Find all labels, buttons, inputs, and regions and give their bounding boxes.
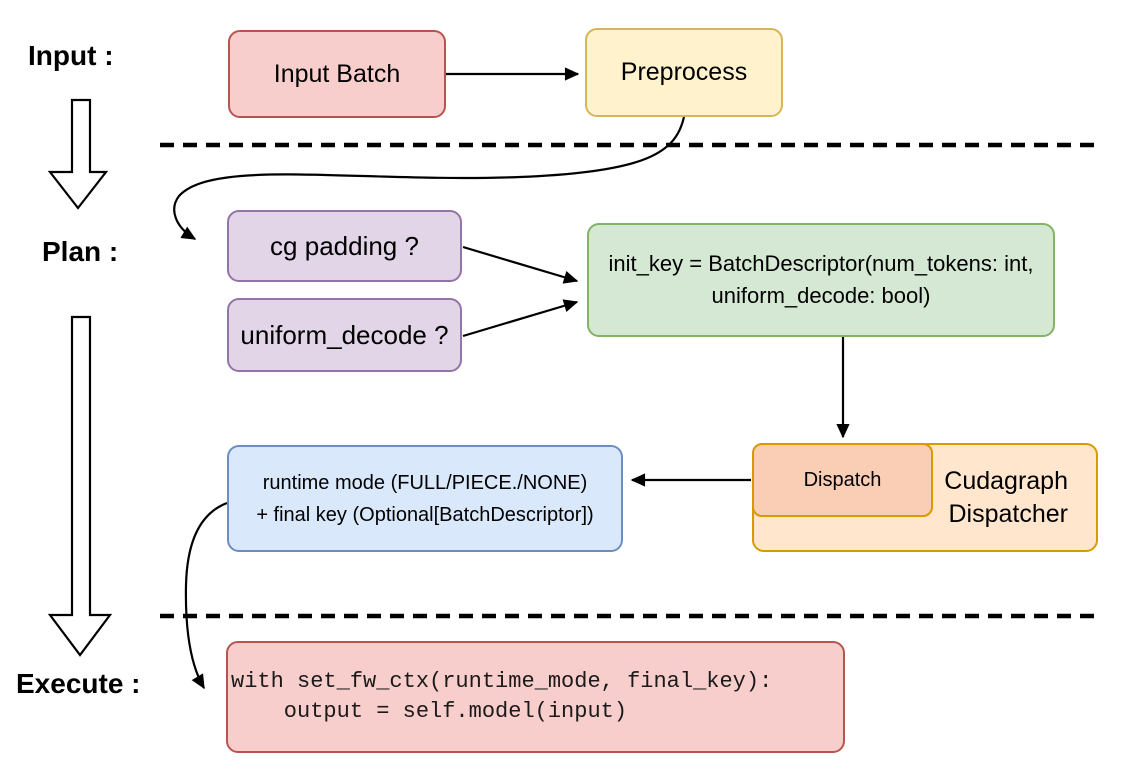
node-input-batch: Input Batch bbox=[228, 30, 446, 118]
node-init-key-line1: init_key = BatchDescriptor(num_tokens: i… bbox=[608, 251, 1034, 276]
node-cg-padding-label: cg padding ? bbox=[270, 230, 419, 261]
stage-arrow-input-to-plan-icon bbox=[47, 98, 109, 210]
node-init-key-line2: uniform_decode: bool) bbox=[711, 283, 931, 308]
arrow-runtime-mode-to-execute-code bbox=[184, 501, 228, 690]
node-dispatch-label: Dispatch bbox=[803, 468, 882, 491]
node-init-key: init_key = BatchDescriptor(num_tokens: i… bbox=[587, 223, 1055, 337]
node-dispatch: Dispatch bbox=[752, 443, 933, 517]
node-execute-code-line2: output = self.model(input) bbox=[231, 699, 628, 724]
stage-label-execute: Execute : bbox=[16, 668, 141, 699]
node-runtime-mode-line2: + final key (Optional[BatchDescriptor]) bbox=[256, 503, 594, 526]
node-cudagraph-dispatcher-line2: Dispatcher bbox=[948, 499, 1069, 528]
node-preprocess-label: Preprocess bbox=[620, 58, 748, 86]
node-uniform-decode: uniform_decode ? bbox=[227, 298, 462, 372]
node-preprocess: Preprocess bbox=[585, 28, 783, 117]
stage-label-input: Input : bbox=[28, 40, 114, 71]
node-input-batch-label: Input Batch bbox=[273, 59, 401, 88]
node-execute-code-line1: with set_fw_ctx(runtime_mode, final_key)… bbox=[231, 669, 773, 694]
arrow-preprocess-to-cg-padding bbox=[173, 116, 686, 240]
stage-label-plan: Plan : bbox=[42, 236, 119, 267]
arrow-uniform-decode-to-init-key bbox=[462, 299, 579, 338]
node-uniform-decode-label: uniform_decode ? bbox=[240, 319, 449, 350]
node-execute-code: with set_fw_ctx(runtime_mode, final_key)… bbox=[226, 641, 845, 753]
stage-arrow-plan-to-execute-icon bbox=[47, 315, 113, 657]
node-cg-padding: cg padding ? bbox=[227, 210, 462, 282]
node-cudagraph-dispatcher-line1: Cudagraph bbox=[944, 466, 1068, 495]
arrow-cg-padding-to-init-key bbox=[462, 245, 579, 284]
node-runtime-mode-line1: runtime mode (FULL/PIECE./NONE) bbox=[262, 471, 588, 494]
node-runtime-mode: runtime mode (FULL/PIECE./NONE) + final … bbox=[227, 445, 623, 552]
